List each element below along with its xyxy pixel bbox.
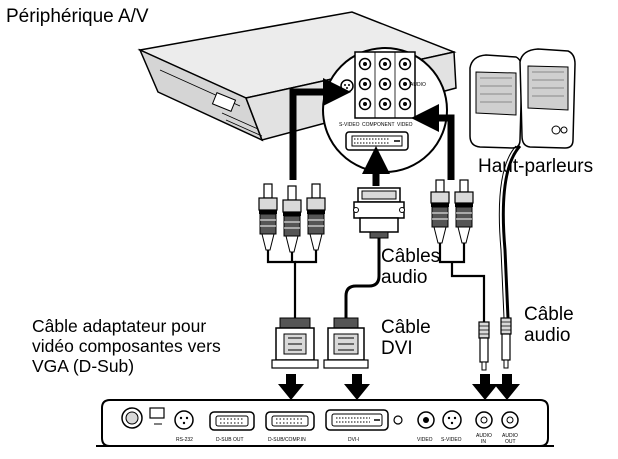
cables — [266, 144, 522, 322]
projector-rs232-port — [174, 410, 194, 430]
rca-plug-1 — [258, 183, 278, 251]
device-label-video: VIDEO — [397, 122, 413, 128]
projector-label-video: VIDEO — [417, 437, 433, 443]
audio-jack-plug-out — [500, 317, 512, 369]
projector-svideo-port — [442, 410, 462, 430]
projector-panel: RS-232 D-SUB OUT D-SUB/COMP.IN DVI-I VID… — [96, 399, 554, 447]
device-jacks — [358, 57, 412, 111]
projector-label-rs232: RS-232 — [176, 437, 193, 443]
audio-cables-label: Câbles audio — [381, 246, 440, 289]
projector-label-svideo: S-VIDEO — [441, 437, 462, 443]
vga-adapter-label-line-2: vidéo composantes vers — [32, 335, 221, 356]
audio-rca-plugs — [430, 179, 474, 244]
device-label-svideo: S-VIDEO — [339, 122, 360, 128]
device-label-audio: AUDIO — [410, 82, 426, 88]
projector-label-audio-out-1: AUDIO — [502, 433, 518, 439]
component-rca-plugs — [258, 183, 326, 253]
device-label-component: COMPONENT — [362, 122, 395, 128]
rca-plug-2 — [282, 185, 302, 253]
vga-adapter-cable-label: Câble adaptateur pour vidéo composantes … — [32, 316, 221, 377]
arrow-dvi-to-projector — [344, 374, 370, 400]
audio-jack-plug-in — [478, 321, 490, 371]
arrow-audio-in-to-projector — [472, 374, 498, 400]
projector-label-audio-out-2: OUT — [505, 439, 516, 445]
audio-rca-plug-1 — [430, 179, 450, 244]
arrow-audio-to-device — [411, 104, 455, 180]
arrow-audio-out-to-projector — [494, 374, 520, 400]
audio-cables-label-line-1: Câbles — [381, 246, 441, 267]
vga-adapter-label-line-3: VGA (D-Sub) — [32, 355, 135, 376]
signal-arrows — [289, 78, 455, 186]
rca-plug-3 — [306, 183, 326, 251]
down-arrows — [278, 374, 520, 400]
device-svideo-jack — [340, 79, 354, 93]
audio-rca-plug-2 — [454, 179, 474, 244]
vga-adapter-label-line-1: Câble adaptateur pour — [32, 316, 207, 336]
arrow-component-to-device — [289, 78, 351, 180]
vga-plug — [271, 317, 319, 369]
device-rear-panel-zoom: S-VIDEO COMPONENT VIDEO AUDIO — [322, 47, 448, 173]
projector-label-audio-in-2: IN — [481, 439, 486, 445]
source-device-label: Périphérique A/V — [6, 6, 149, 27]
projector-label-dsub-comp-in: D-SUB/COMP.IN — [268, 437, 306, 443]
dvi-plug-upper — [353, 187, 405, 239]
dvi-cable-label-line-2: DVI — [381, 338, 413, 360]
dvi-cable-label-line-1: Câble — [381, 317, 431, 338]
dvi-plug-lower — [323, 317, 369, 369]
projector-label-dsub-out: D-SUB OUT — [216, 437, 244, 443]
audio-cable-label: Câble audio — [524, 304, 574, 347]
speakers — [469, 48, 576, 149]
audio-cable-label-line-1: Câble — [524, 304, 574, 325]
audio-cables-label-line-2: audio — [381, 267, 428, 289]
projector-label-audio-in-1: AUDIO — [476, 433, 492, 439]
speakers-label: Haut-parleurs — [478, 156, 594, 177]
projector-label-dvi: DVI-I — [348, 437, 359, 443]
arrow-vga-to-projector — [278, 374, 304, 400]
dvi-cable-label: Câble DVI — [381, 317, 431, 360]
audio-cable-label-line-2: audio — [524, 325, 571, 347]
